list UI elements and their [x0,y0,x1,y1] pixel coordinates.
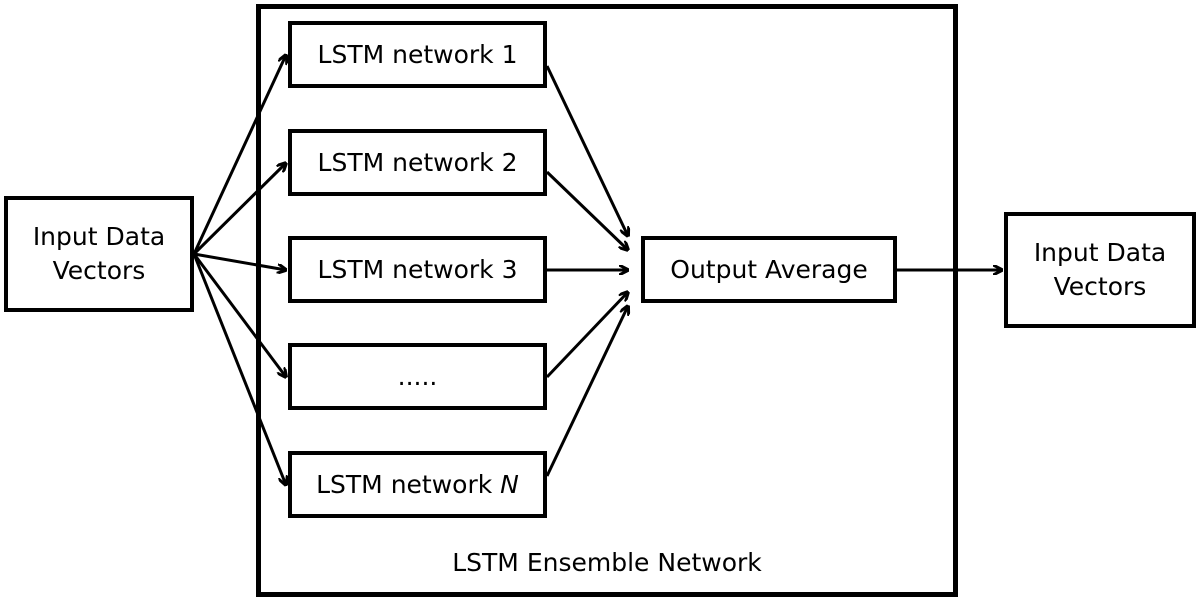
arrow-input-to-lstm-1 [192,55,286,255]
lstm-network-n-label: LSTM network N [316,469,519,499]
lstm-network-3-box: LSTM network 3 [288,236,547,303]
arrow-lstm-ellipsis-to-average [545,292,628,379]
output-average-box: Output Average [641,236,897,303]
output-box-label: Input Data Vectors [1033,238,1167,301]
input-box-label: Input Data Vectors [32,222,166,285]
lstm-network-n-box: LSTM network N [288,451,547,518]
lstm-network-2-label: LSTM network 2 [317,147,518,177]
arrow-lstm-n-to-average [545,306,628,477]
lstm-network-ellipsis-label: ..... [397,361,438,391]
arrow-input-to-lstm-ellipsis [192,253,286,377]
ensemble-label: LSTM Ensemble Network [452,548,762,577]
lstm-network-1-label: LSTM network 1 [317,39,518,69]
arrow-lstm-1-to-average [545,65,628,236]
output-average-label: Output Average [670,254,868,284]
output-data-vectors-box: Input Data Vectors [1004,212,1196,328]
arrow-input-to-lstm-n [192,253,286,485]
arrow-input-to-lstm-3 [193,252,286,270]
arrow-lstm-2-to-average [545,170,628,250]
arrow-input-to-lstm-2 [192,163,286,256]
input-data-vectors-box: Input Data Vectors [4,196,194,312]
lstm-network-ellipsis-box: ..... [288,343,547,410]
lstm-network-3-label: LSTM network 3 [317,254,518,284]
lstm-network-2-box: LSTM network 2 [288,129,547,196]
ensemble-container [256,4,958,597]
lstm-network-1-box: LSTM network 1 [288,21,547,88]
